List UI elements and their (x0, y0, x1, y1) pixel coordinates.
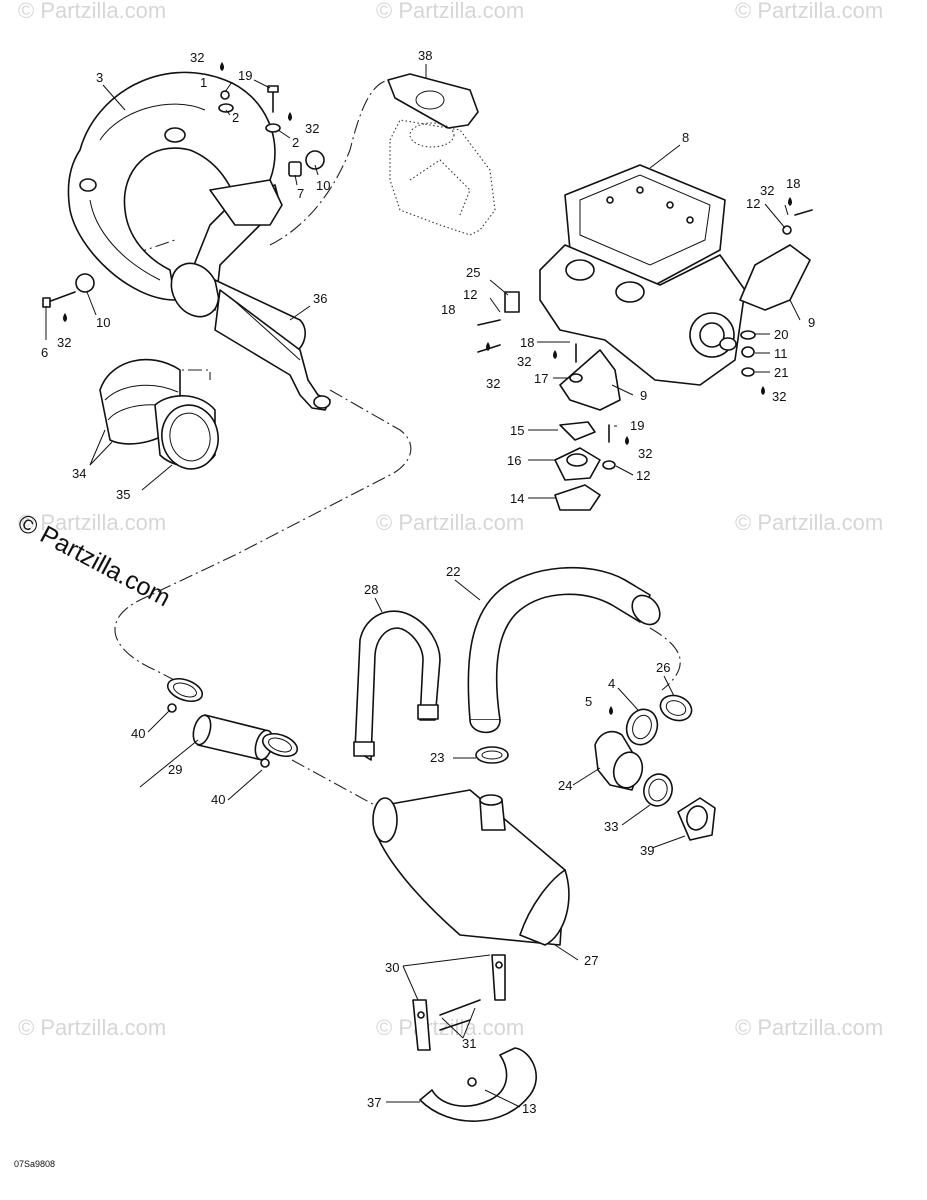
drop-icon (609, 706, 613, 715)
callout-1: 1 (200, 75, 207, 90)
callout-27: 27 (584, 953, 598, 968)
callout-13: 13 (522, 1101, 536, 1116)
outlet-fittings (594, 694, 716, 841)
callout-17: 17 (534, 371, 548, 386)
callout-32: 32 (760, 183, 774, 198)
callout-15: 15 (510, 423, 524, 438)
callout-4: 4 (608, 676, 615, 691)
callout-19: 19 (238, 68, 252, 83)
watermark: © Partzilla.com (18, 0, 166, 23)
callout-9: 9 (808, 315, 815, 330)
callout-32: 32 (517, 354, 531, 369)
callout-10: 10 (96, 315, 110, 330)
drop-icon (553, 350, 557, 359)
callout-28: 28 (364, 582, 378, 597)
callout-30: 30 (385, 960, 399, 975)
callout-18: 18 (441, 302, 455, 317)
callout-7: 7 (297, 186, 304, 201)
callout-36: 36 (313, 291, 327, 306)
watermark: © Partzilla.com (735, 510, 883, 535)
callout-32: 32 (772, 389, 786, 404)
callout-2: 2 (292, 135, 299, 150)
callout-16: 16 (507, 453, 521, 468)
part-callouts: 32 1 3 19 2 32 2 10 7 38 8 32 18 12 9 20… (41, 48, 815, 1116)
callout-18: 18 (520, 335, 534, 350)
hose-clamp-23 (475, 746, 509, 764)
engine-block (539, 164, 746, 386)
callout-32: 32 (190, 50, 204, 65)
callout-26: 26 (656, 660, 670, 675)
drop-icon (486, 342, 490, 351)
watermark: © Partzilla.com (735, 1015, 883, 1040)
sealant-drops (63, 62, 792, 715)
callout-32: 32 (638, 446, 652, 461)
callout-29: 29 (168, 762, 182, 777)
exhaust-gasket-and-cylinder (387, 73, 496, 236)
callout-24: 24 (558, 778, 572, 793)
callout-12: 12 (746, 196, 760, 211)
drop-icon (288, 112, 292, 121)
watermark: © Partzilla.com (18, 1015, 166, 1040)
drop-icon (761, 386, 765, 395)
callout-23: 23 (430, 750, 444, 765)
tuned-pipe (67, 71, 306, 356)
muffler-brackets (412, 954, 537, 1122)
exhaust-outlet-hose (467, 566, 661, 734)
callout-32: 32 (57, 335, 71, 350)
callout-33: 33 (604, 819, 618, 834)
callout-18: 18 (786, 176, 800, 191)
callout-9: 9 (640, 388, 647, 403)
drop-icon (788, 197, 792, 206)
callout-21: 21 (774, 365, 788, 380)
callout-40: 40 (131, 726, 145, 741)
callout-3: 3 (96, 70, 103, 85)
watermark: © Partzilla.com (376, 1015, 524, 1040)
drop-icon (63, 313, 67, 322)
callout-5: 5 (585, 694, 592, 709)
exhaust-cone (214, 289, 331, 411)
callout-14: 14 (510, 491, 524, 506)
watermark: © Partzilla.com (735, 0, 883, 23)
muffler (372, 789, 570, 946)
callout-12: 12 (636, 468, 650, 483)
callout-2: 2 (232, 110, 239, 125)
rubber-mounts (554, 421, 601, 511)
leader-lines (45, 64, 801, 1108)
top-left-hardware (42, 85, 325, 308)
callout-19: 19 (630, 418, 644, 433)
watermark: © Partzilla.com (18, 510, 166, 535)
watermark: © Partzilla.com (376, 510, 524, 535)
callout-10: 10 (316, 178, 330, 193)
callout-40: 40 (211, 792, 225, 807)
callout-31: 31 (462, 1036, 476, 1051)
callout-25: 25 (466, 265, 480, 280)
muffler-strap (353, 610, 441, 761)
callout-34: 34 (72, 466, 86, 481)
callout-22: 22 (446, 564, 460, 579)
callout-39: 39 (640, 843, 654, 858)
drop-icon (625, 436, 629, 445)
callout-35: 35 (116, 487, 130, 502)
callout-11: 11 (774, 346, 788, 361)
engine-mounts (477, 209, 813, 470)
callout-20: 20 (774, 327, 788, 342)
callout-38: 38 (418, 48, 432, 63)
watermark: © Partzilla.com (376, 0, 524, 23)
callout-12: 12 (463, 287, 477, 302)
callout-32: 32 (305, 121, 319, 136)
callout-8: 8 (682, 130, 689, 145)
callout-37: 37 (367, 1095, 381, 1110)
diagram-code: 07Sa9808 (14, 1159, 55, 1169)
drop-icon (220, 62, 224, 71)
coupling-clamps (99, 358, 219, 470)
watermarks: © Partzilla.com © Partzilla.com © Partzi… (13, 0, 883, 1040)
hose-and-clamps (166, 677, 299, 768)
callout-6: 6 (41, 345, 48, 360)
callout-32: 32 (486, 376, 500, 391)
